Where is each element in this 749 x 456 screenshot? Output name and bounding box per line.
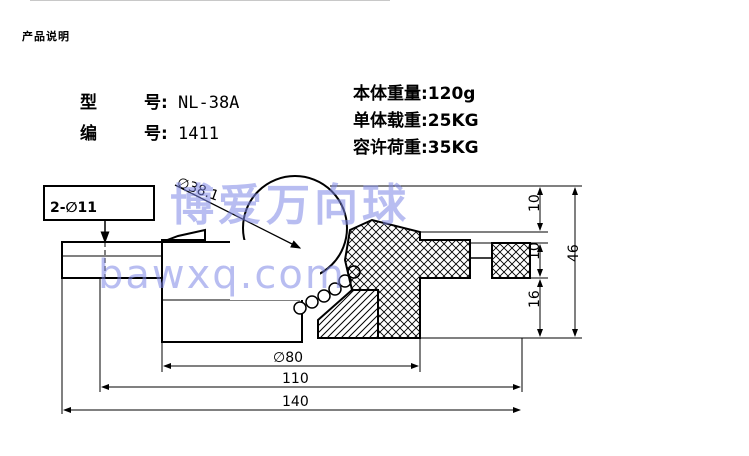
ball-diameter-leader bbox=[174, 184, 302, 249]
dim-140-label: 140 bbox=[282, 394, 309, 410]
dim-16-label: 16 bbox=[527, 290, 543, 308]
watermark-brand-url: bawxq.com bbox=[98, 252, 346, 298]
code-label-char1: 编 bbox=[80, 124, 97, 144]
extension-lines bbox=[330, 185, 582, 339]
unit-load-spec: 单体载重:25KG bbox=[353, 111, 479, 131]
allowable-load-spec: 容许荷重:35KG bbox=[353, 138, 479, 158]
dim-80-label: ∅80 bbox=[273, 350, 303, 366]
code-value: 1411 bbox=[178, 124, 219, 144]
hole-callout-box bbox=[43, 185, 155, 221]
code-label-char2: 号: bbox=[144, 124, 168, 144]
weight-spec: 本体重量:120g bbox=[353, 84, 476, 104]
model-value: NL-38A bbox=[178, 93, 240, 113]
dim-110-label: 110 bbox=[282, 371, 309, 387]
bottom-extension-lines bbox=[61, 278, 523, 414]
cross-hatch-right-block bbox=[491, 242, 531, 279]
code-spec-row: 编 号: 1411 bbox=[80, 119, 219, 144]
dim-10-mid-label: 10 bbox=[527, 242, 543, 260]
hole-callout-text: 2-∅11 bbox=[50, 200, 97, 216]
watermark-brand-cn: 博爱万向球 bbox=[170, 180, 410, 231]
dim-10-top-label: 10 bbox=[527, 194, 543, 212]
model-label-char2: 号: bbox=[144, 93, 168, 113]
dim-46-label: 46 bbox=[566, 244, 582, 262]
housing-top bbox=[161, 228, 206, 244]
top-divider-line bbox=[30, 0, 390, 1]
model-spec-row: 型 号: NL-38A bbox=[80, 88, 239, 113]
section-title: 产品说明 bbox=[22, 30, 70, 43]
model-label-char1: 型 bbox=[80, 93, 97, 113]
flange-plate bbox=[61, 241, 163, 279]
